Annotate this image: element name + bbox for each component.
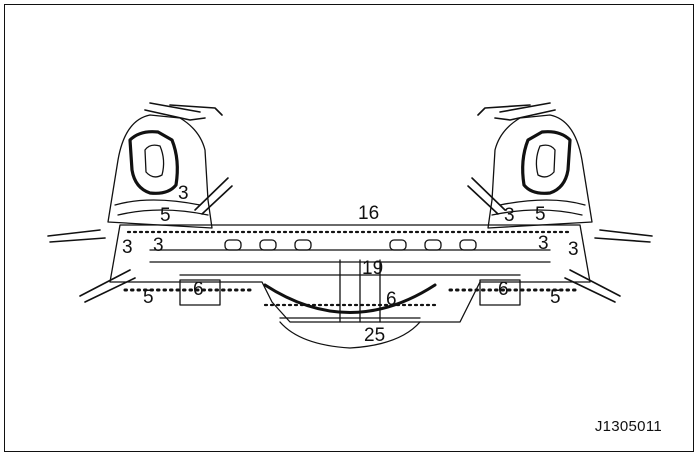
callout-5: 5: [143, 287, 154, 308]
callout-3: 3: [504, 205, 515, 226]
callout-3: 3: [122, 237, 133, 258]
rear-body-panel: [109, 224, 591, 349]
callout-25: 25: [364, 325, 385, 346]
callout-5: 5: [160, 205, 171, 226]
callout-16: 16: [358, 203, 379, 224]
callout-19: 19: [362, 258, 383, 279]
callout-5: 5: [535, 204, 546, 225]
callout-6: 6: [193, 279, 204, 300]
callout-6: 6: [386, 289, 397, 310]
callout-5: 5: [550, 287, 561, 308]
callout-3: 3: [538, 233, 549, 254]
callout-3: 3: [153, 235, 164, 256]
callout-3: 3: [178, 183, 189, 204]
callout-3: 3: [568, 239, 579, 260]
figure-code: J1305011: [594, 418, 662, 435]
callout-6: 6: [498, 279, 509, 300]
